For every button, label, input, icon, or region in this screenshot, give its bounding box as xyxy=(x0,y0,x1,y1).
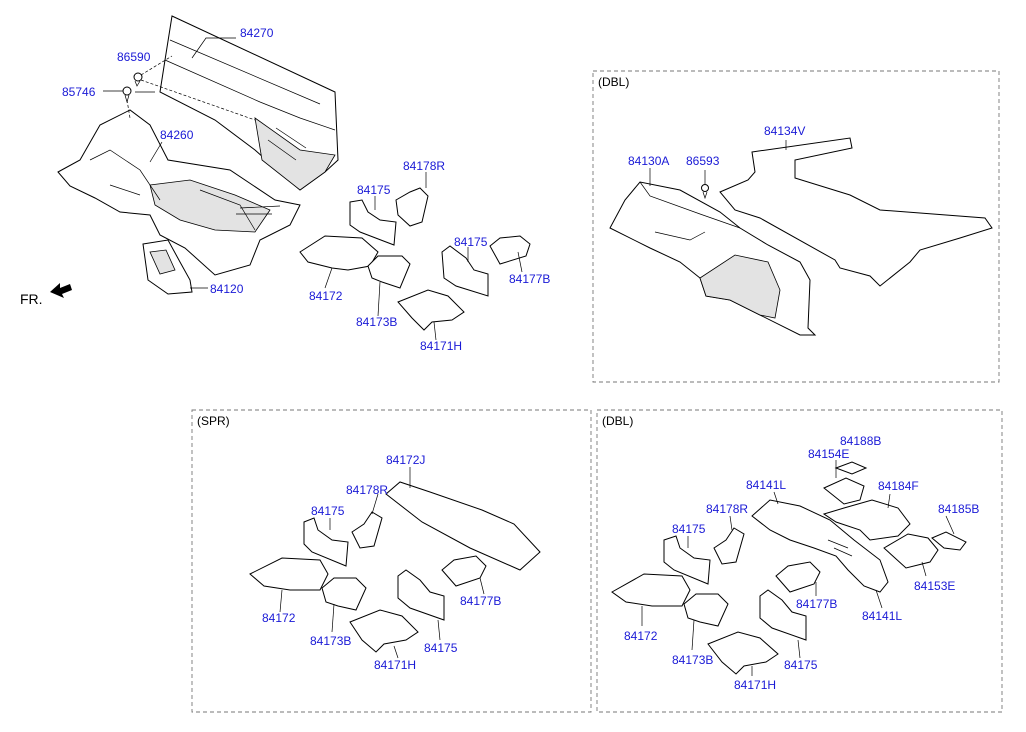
part-84172-mat xyxy=(299,235,379,271)
part-84154E-pad xyxy=(823,477,865,505)
label-84120[interactable]: 84120 xyxy=(210,282,244,296)
part-84141L-mat xyxy=(751,499,889,593)
part-84173B-mat xyxy=(367,255,411,289)
dbl-top-header: (DBL) xyxy=(598,75,629,89)
spr-assembly xyxy=(249,467,541,659)
part-84171H-mat xyxy=(397,289,465,331)
label-85746[interactable]: 85746 xyxy=(62,85,96,99)
part-84185B-pad xyxy=(931,531,967,551)
label-84178R[interactable]: 84178R xyxy=(346,483,388,497)
label-84185B[interactable]: 84185B xyxy=(938,502,979,516)
label-84141L-b[interactable]: 84141L xyxy=(862,609,902,623)
label-84134V[interactable]: 84134V xyxy=(764,124,805,138)
dbl-bottom-assembly xyxy=(611,460,967,676)
part-84184F-mat xyxy=(822,499,911,541)
part-84171H-mat xyxy=(349,609,419,653)
label-84173B[interactable]: 84173B xyxy=(356,315,397,329)
front-direction-label: FR. xyxy=(20,291,43,307)
dbl-top-assembly xyxy=(609,137,993,336)
label-84175-b[interactable]: 84175 xyxy=(424,641,458,655)
label-84130A[interactable]: 84130A xyxy=(628,154,669,168)
front-arrow-icon xyxy=(50,283,72,298)
part-84175-mat-b xyxy=(441,245,489,297)
part-84173B-mat xyxy=(321,577,367,611)
part-84270-dash-insulator xyxy=(159,15,339,191)
dbl-bottom-frame xyxy=(596,409,1003,713)
part-84172-mat xyxy=(611,573,691,607)
part-84134V-rear-mat xyxy=(719,137,993,287)
part-84177B-mat xyxy=(441,555,487,587)
label-84171H[interactable]: 84171H xyxy=(734,678,776,692)
part-84175-mat-b xyxy=(759,589,807,641)
part-84153E-mat xyxy=(883,533,939,569)
part-84175-mat-b xyxy=(397,569,445,621)
label-84173B[interactable]: 84173B xyxy=(310,634,351,648)
label-84184F[interactable]: 84184F xyxy=(878,479,919,493)
label-84175-a[interactable]: 84175 xyxy=(357,183,391,197)
label-84188B[interactable]: 84188B xyxy=(840,434,881,448)
label-84154E[interactable]: 84154E xyxy=(808,447,849,461)
spr-frame xyxy=(191,409,592,713)
part-84178R-mat xyxy=(713,527,745,565)
label-84178R[interactable]: 84178R xyxy=(706,502,748,516)
label-84270[interactable]: 84270 xyxy=(240,26,274,40)
part-84177B-mat xyxy=(775,561,821,593)
part-84172-mat xyxy=(249,557,329,591)
part-84173B-mat xyxy=(683,593,729,627)
part-84178R-mat xyxy=(351,511,383,549)
label-84175-a[interactable]: 84175 xyxy=(311,504,345,518)
part-84175-mat-a xyxy=(349,199,397,246)
spr-header: (SPR) xyxy=(197,414,230,428)
label-84172[interactable]: 84172 xyxy=(309,289,343,303)
part-84172J-mat xyxy=(385,481,541,571)
label-84171H[interactable]: 84171H xyxy=(374,658,416,672)
part-84178R-mat xyxy=(395,187,429,227)
label-84173B[interactable]: 84173B xyxy=(672,653,713,667)
part-84188B-pad xyxy=(834,461,868,475)
label-84260[interactable]: 84260 xyxy=(160,128,194,142)
dbl-bottom-header: (DBL) xyxy=(602,414,633,428)
clip-85746 xyxy=(122,86,132,104)
label-84141L-a[interactable]: 84141L xyxy=(746,478,786,492)
label-84172[interactable]: 84172 xyxy=(624,629,658,643)
label-84172[interactable]: 84172 xyxy=(262,611,296,625)
label-84175-b[interactable]: 84175 xyxy=(784,658,818,672)
label-84177B[interactable]: 84177B xyxy=(509,272,550,286)
part-84120-bracket xyxy=(142,239,193,295)
label-84172J[interactable]: 84172J xyxy=(386,453,425,467)
label-84178R[interactable]: 84178R xyxy=(403,159,445,173)
part-84171H-mat xyxy=(707,631,779,675)
main-assembly xyxy=(50,15,531,341)
label-84153E[interactable]: 84153E xyxy=(914,579,955,593)
label-86593[interactable]: 86593 xyxy=(686,154,720,168)
dbl-top-frame xyxy=(592,70,1000,383)
part-84175-mat-a xyxy=(303,517,349,567)
clip-86590 xyxy=(133,72,143,87)
part-84177B-mat xyxy=(489,235,531,265)
label-86590[interactable]: 86590 xyxy=(117,50,151,64)
part-84260-floor-insulator xyxy=(57,109,301,276)
label-84171H[interactable]: 84171H xyxy=(420,339,462,353)
label-84175-b[interactable]: 84175 xyxy=(454,235,488,249)
label-84177B[interactable]: 84177B xyxy=(796,597,837,611)
part-84175-mat-a xyxy=(663,535,711,585)
label-84177B[interactable]: 84177B xyxy=(460,594,501,608)
label-84175-a[interactable]: 84175 xyxy=(672,522,706,536)
clip-86593 xyxy=(701,184,709,200)
